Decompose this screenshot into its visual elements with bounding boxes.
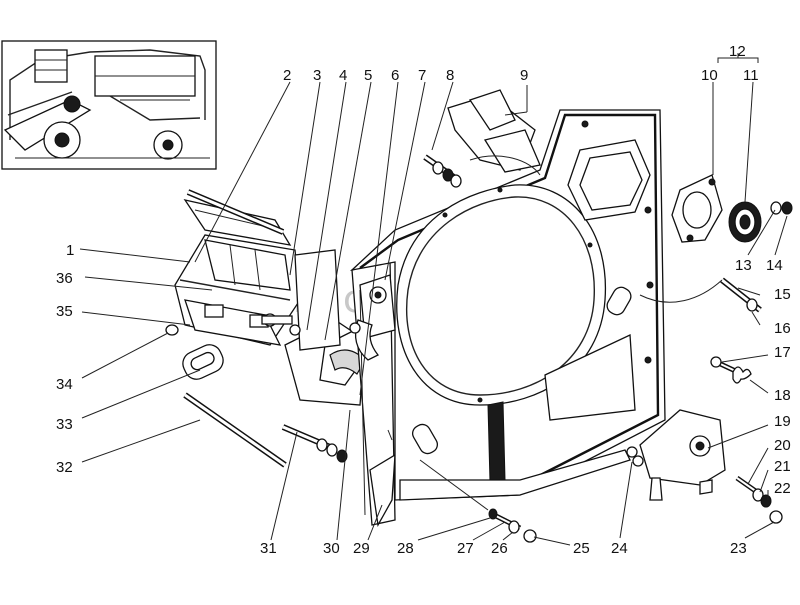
callout-5: 5 (364, 67, 372, 84)
callout-36: 36 (56, 270, 73, 287)
nut-23 (769, 510, 783, 524)
bolt-8 (423, 154, 541, 188)
dash-to-bolt (419, 459, 489, 511)
callout-labels: 1 2 3 4 5 6 7 8 9 10 11 12 13 14 15 16 1… (56, 43, 791, 557)
callout-19: 19 (774, 413, 791, 430)
callout-31: 31 (260, 540, 277, 557)
slot-bracket-33 (182, 344, 224, 380)
callout-28: 28 (397, 540, 414, 557)
rod-2 (186, 189, 285, 235)
nut-34 (165, 324, 179, 336)
leader-lines (79, 53, 788, 546)
callout-4: 4 (339, 67, 347, 84)
bolt-20 (735, 475, 759, 495)
callout-23: 23 (730, 540, 747, 557)
callout-17: 17 (774, 344, 791, 361)
middle-bracket (261, 249, 371, 406)
callout-9: 9 (520, 67, 528, 84)
nut-14 (781, 201, 793, 215)
cover-plate-10 (671, 174, 723, 243)
callout-6: 6 (391, 67, 399, 84)
combine-silhouette (3, 49, 210, 160)
callout-11: 11 (743, 67, 759, 84)
washer-13 (770, 201, 782, 215)
callout-1: 1 (66, 242, 74, 259)
callout-26: 26 (491, 540, 508, 557)
combine-inset (1, 40, 217, 170)
callout-16: 16 (774, 320, 791, 337)
support-bracket-19 (626, 409, 726, 501)
callout-20: 20 (774, 437, 791, 454)
callout-14: 14 (766, 257, 783, 274)
bolt-15-16 (639, 277, 762, 313)
callout-2: 2 (283, 67, 291, 84)
callout-32: 32 (56, 459, 73, 476)
wing-nut-18 (732, 366, 752, 384)
rod-32 (183, 392, 287, 468)
callout-8: 8 (446, 67, 454, 84)
callout-18: 18 (774, 387, 791, 404)
washer-26 (508, 520, 520, 534)
callout-13: 13 (735, 257, 752, 274)
callout-15: 15 (774, 286, 791, 303)
callout-3: 3 (313, 67, 321, 84)
nut-25 (523, 529, 537, 543)
callout-24: 24 (611, 540, 628, 557)
callout-21: 21 (774, 458, 791, 475)
callout-10: 10 (701, 67, 718, 84)
callout-22: 22 (774, 480, 791, 497)
callout-12: 12 (729, 43, 746, 60)
callout-27: 27 (457, 540, 474, 557)
callout-25: 25 (573, 540, 590, 557)
bearing-11 (728, 201, 762, 243)
callout-30: 30 (323, 540, 340, 557)
washer-22 (760, 494, 772, 508)
callout-29: 29 (353, 540, 370, 557)
upper-bracket-9 (447, 89, 541, 173)
main-frame (349, 109, 666, 501)
left-guard-panel (174, 199, 301, 346)
bolt-31 (281, 424, 348, 463)
callout-34: 34 (56, 376, 73, 393)
callout-7: 7 (418, 67, 426, 84)
callout-35: 35 (56, 303, 73, 320)
callout-33: 33 (56, 416, 73, 433)
